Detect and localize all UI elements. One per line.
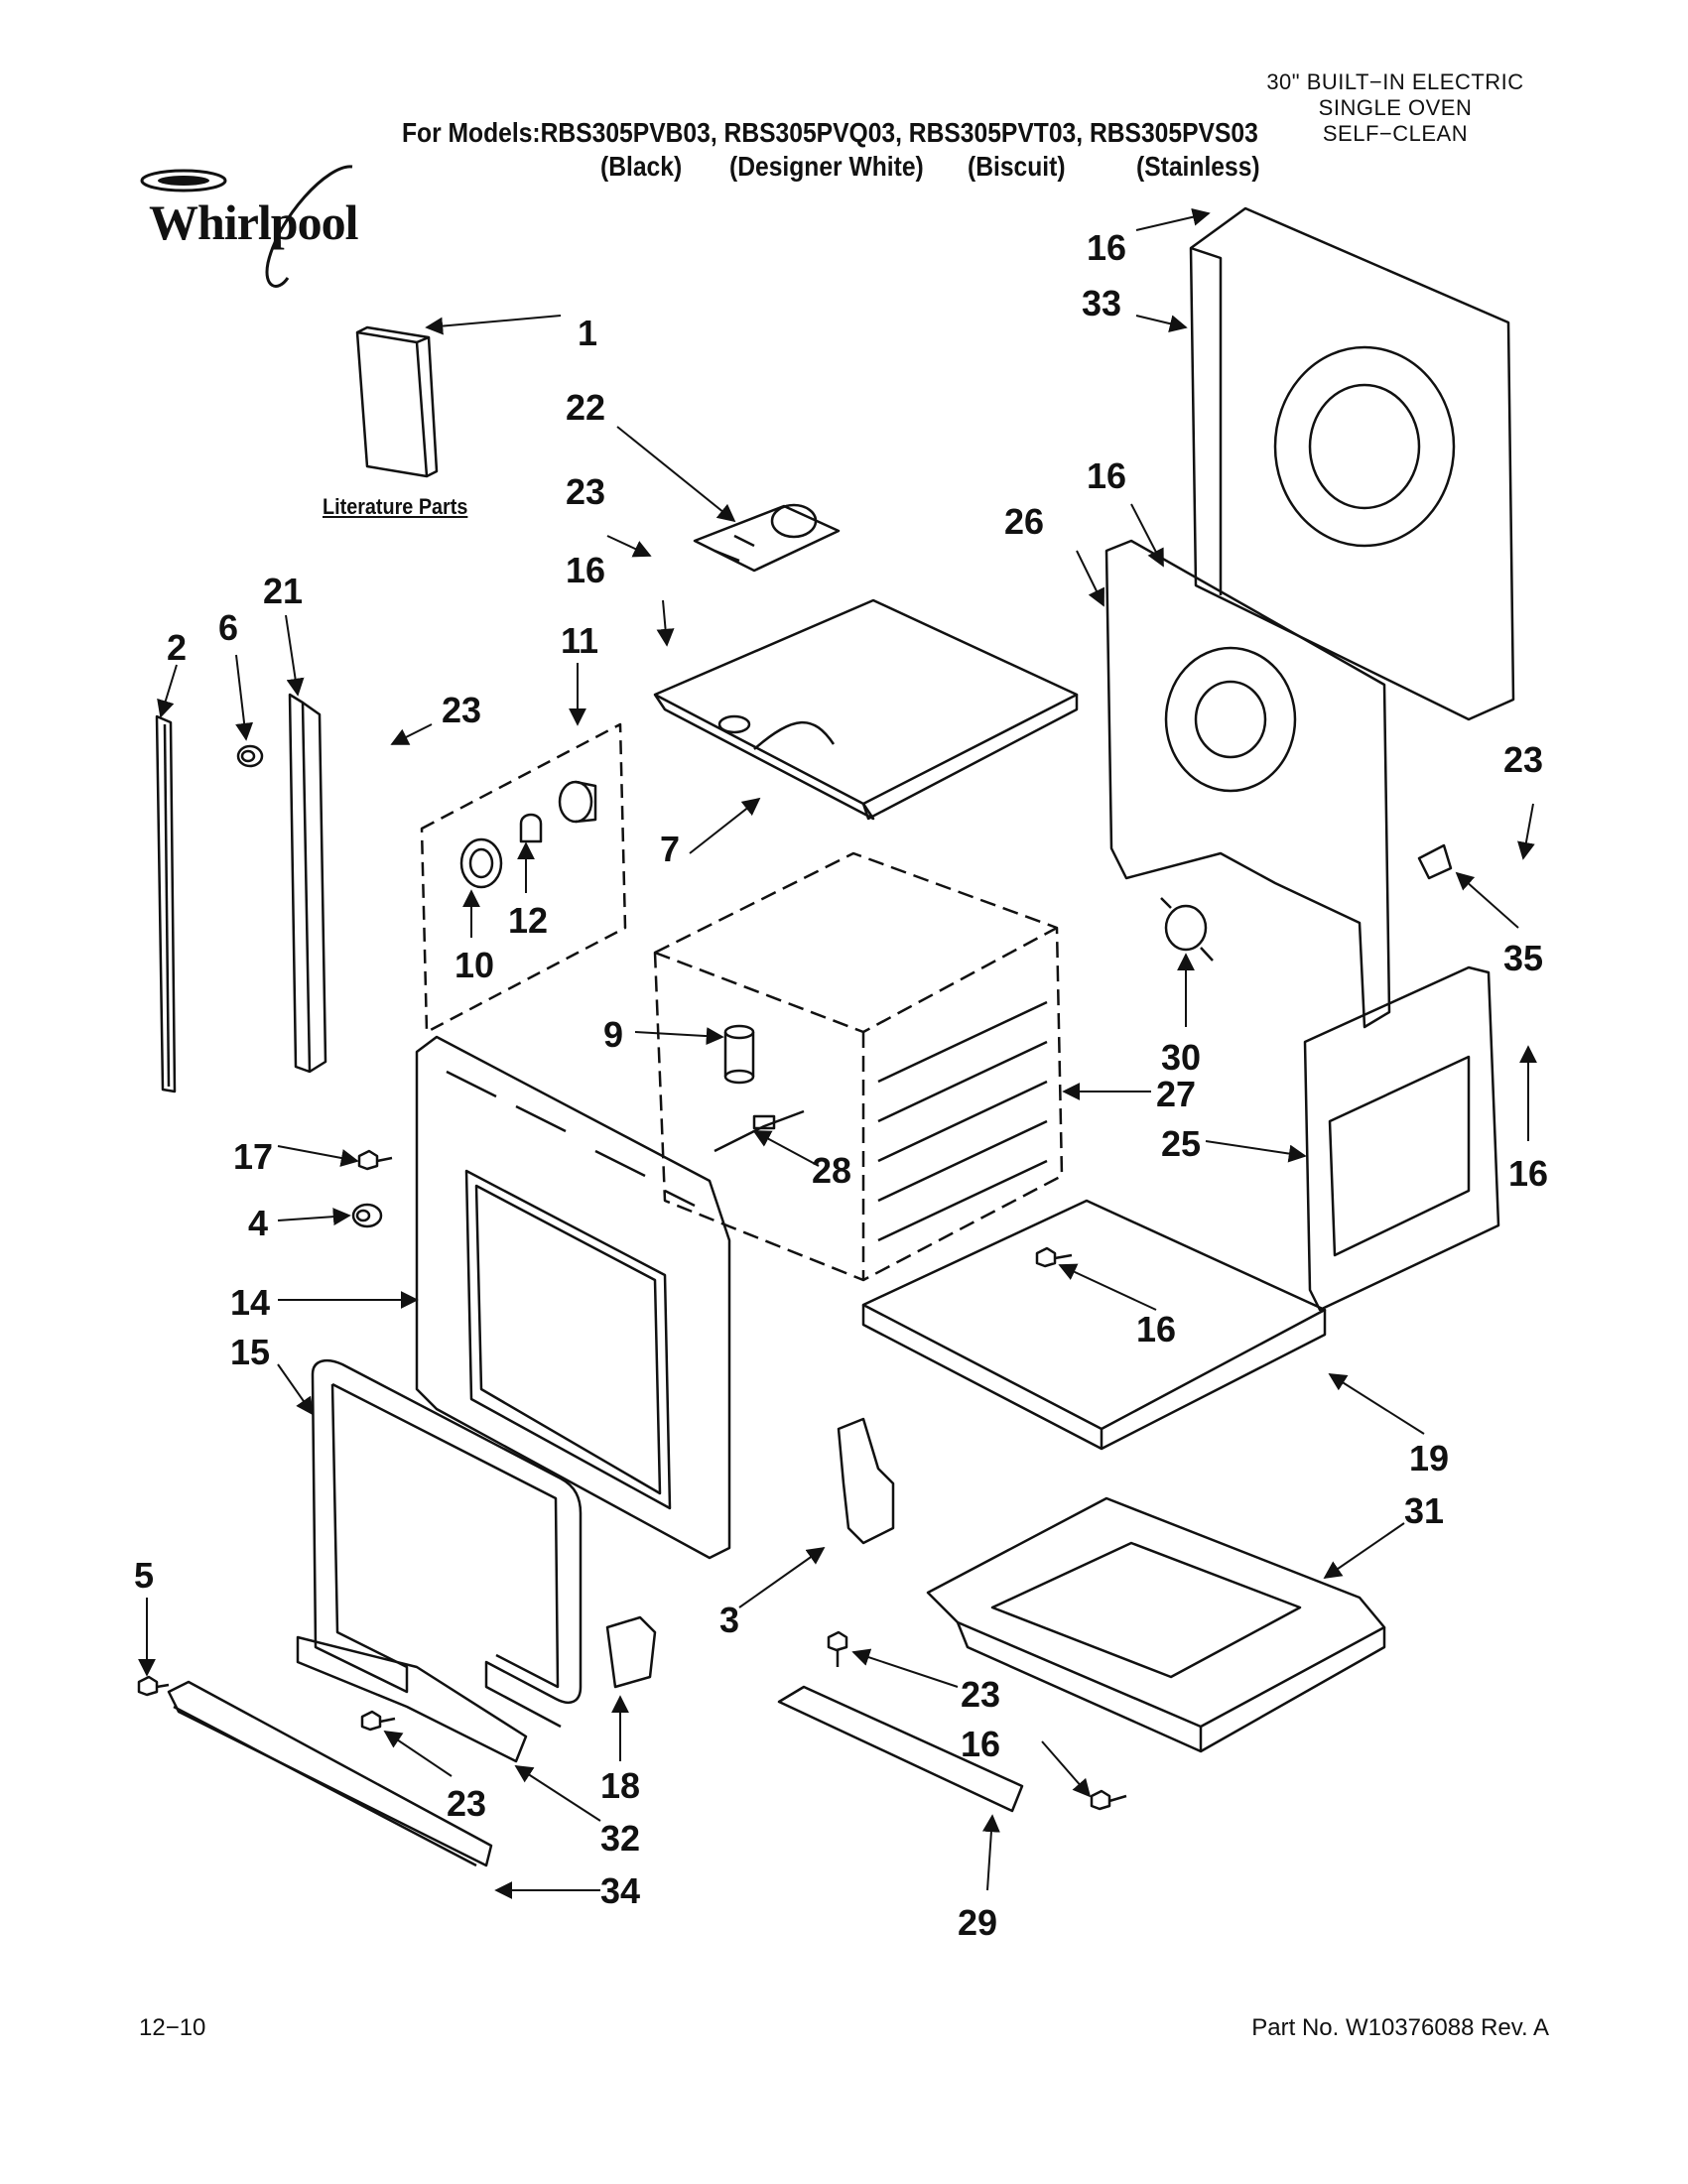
callout-18: 18	[600, 1765, 640, 1806]
oven-cavity-27	[653, 851, 1064, 1282]
whirlpool-logo-icon	[140, 165, 353, 288]
callout-26: 26	[1004, 501, 1044, 542]
product-description: 30" BUILT−IN ELECTRIC SINGLE OVEN SELF−C…	[1236, 69, 1554, 147]
callout-9: 9	[603, 1014, 623, 1055]
toe-kick-29	[777, 1685, 1024, 1813]
callout-23-d: 23	[961, 1674, 1000, 1715]
callout-16-f: 16	[1136, 1309, 1176, 1349]
callout-23-c: 23	[447, 1783, 486, 1824]
side-panel-25	[1303, 965, 1500, 1312]
front-rail-34	[167, 1680, 493, 1867]
callout-12: 12	[508, 900, 548, 941]
callout-22: 22	[566, 387, 605, 428]
callout-11: 11	[561, 620, 598, 661]
callout-2: 2	[167, 627, 187, 668]
callout-labels: 1 22 23 16 2 6 21 23 11 7 10 12 9 17 4 1…	[134, 227, 1548, 1943]
brand-name: Whirlpool	[149, 194, 358, 250]
trim-32	[296, 1635, 528, 1763]
screw-5	[137, 1675, 170, 1697]
switch-parts	[459, 780, 597, 889]
callout-14: 14	[230, 1282, 270, 1323]
callout-4: 4	[248, 1203, 268, 1243]
callout-21: 21	[263, 571, 303, 611]
color-stainless: (Stainless)	[1136, 151, 1260, 182]
sensor-9	[723, 1024, 755, 1085]
bracket-3	[837, 1417, 895, 1545]
door-gasket-15	[311, 1358, 583, 1729]
callout-30: 30	[1161, 1037, 1201, 1078]
front-frame-14	[415, 1035, 731, 1560]
color-designer-white: (Designer White)	[729, 151, 924, 182]
product-line-2: SINGLE OVEN	[1318, 95, 1473, 120]
cavity-ribs	[877, 1000, 1048, 1242]
callout-17: 17	[233, 1136, 273, 1177]
probe-28	[714, 1109, 805, 1153]
bushing-4	[351, 1203, 383, 1228]
product-line-3: SELF−CLEAN	[1322, 121, 1469, 146]
back-panel-33	[1189, 206, 1515, 721]
callout-16-b: 16	[961, 1724, 1000, 1764]
rear-frame-26	[1104, 539, 1391, 1029]
callout-7: 7	[660, 829, 680, 869]
callout-28: 28	[812, 1150, 851, 1191]
callout-3: 3	[719, 1600, 739, 1640]
screw-23-mid	[827, 1630, 848, 1667]
bottom-panel-19	[861, 1199, 1327, 1451]
top-panel-7	[653, 598, 1079, 821]
callout-32: 32	[600, 1818, 640, 1859]
callout-10: 10	[454, 945, 494, 985]
screw-16-bottom	[1090, 1789, 1127, 1811]
callout-25: 25	[1161, 1123, 1201, 1164]
switch-group-11	[420, 722, 627, 1034]
screw-16-lower-mid	[1035, 1246, 1073, 1268]
callout-31: 31	[1404, 1490, 1444, 1531]
pan-31	[926, 1496, 1386, 1753]
thermostat-30	[1160, 897, 1214, 962]
callout-15: 15	[230, 1332, 270, 1372]
callout-19: 19	[1409, 1438, 1449, 1478]
trim-strip-2	[155, 714, 177, 1093]
product-line-1: 30" BUILT−IN ELECTRIC	[1266, 69, 1524, 94]
callout-33: 33	[1082, 283, 1121, 323]
side-rail-21	[288, 693, 327, 1074]
callout-23-a: 23	[566, 471, 605, 512]
color-black: (Black)	[600, 151, 683, 182]
leader-lines	[138, 207, 1537, 1899]
callout-23-e: 23	[1503, 739, 1543, 780]
knob-6	[236, 744, 264, 768]
callout-34: 34	[600, 1870, 640, 1911]
callout-5: 5	[134, 1555, 154, 1596]
callout-27: 27	[1156, 1074, 1196, 1114]
screw-23-bottom	[360, 1710, 396, 1732]
model-list: For Models:RBS305PVB03, RBS305PVQ03, RBS…	[402, 117, 1258, 148]
callout-16-d: 16	[1087, 455, 1126, 496]
callout-16-c: 16	[1087, 227, 1126, 268]
callout-23-b: 23	[442, 690, 481, 730]
callout-29: 29	[958, 1902, 997, 1943]
color-biscuit: (Biscuit)	[968, 151, 1066, 182]
callout-6: 6	[218, 607, 238, 648]
callout-1: 1	[578, 313, 597, 353]
callout-35: 35	[1503, 938, 1543, 978]
callout-16-a: 16	[566, 550, 605, 590]
screw-17	[357, 1149, 393, 1171]
literature-booklet	[355, 325, 439, 478]
literature-parts-label: Literature Parts	[323, 494, 468, 519]
revision-date: 12−10	[139, 2014, 206, 2041]
control-module-22	[693, 503, 841, 573]
clip-35	[1417, 843, 1453, 880]
callout-16-e: 16	[1508, 1153, 1548, 1194]
part-number: Part No. W10376088 Rev. A	[1251, 2014, 1549, 2041]
bracket-18	[605, 1615, 657, 1689]
